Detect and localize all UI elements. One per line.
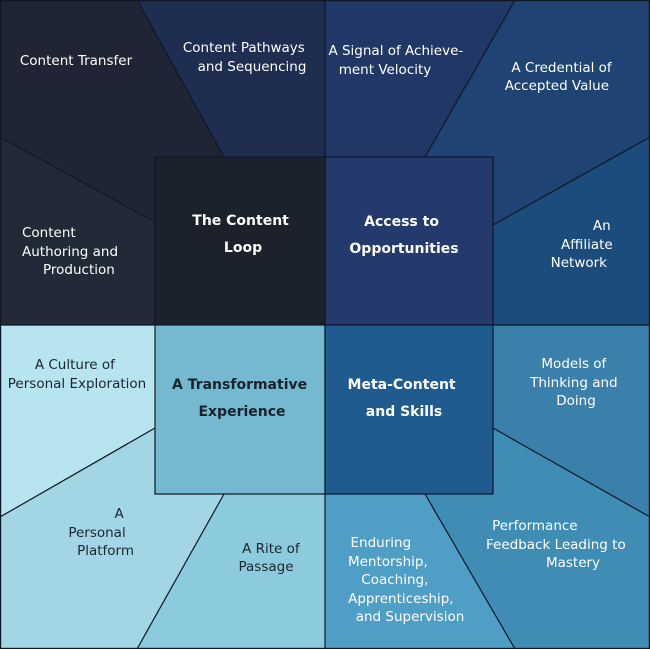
- center-box-access: [324, 156, 494, 326]
- label-content-pathways: Content Pathways and Sequencing: [183, 40, 309, 75]
- label-models-thinking: Models of Thinking and Doing: [529, 356, 622, 409]
- segment-signal-velocity: [325, 0, 515, 157]
- label-signal-velocity: A Signal of Achieve- ment Velocity: [328, 43, 467, 78]
- title-access-opportunities: Access to Opportunities: [349, 214, 458, 257]
- title-meta-content: Meta-Content and Skills: [348, 377, 461, 420]
- quadrant-meta-content: [325, 325, 650, 649]
- title-content-loop: The Content Loop: [192, 213, 293, 256]
- segment-content-pathways: [137, 0, 325, 157]
- center-box-meta: [324, 324, 494, 495]
- segment-performance-feedback: [425, 428, 650, 649]
- segment-credential: [425, 0, 650, 225]
- label-credential: A Credential of Accepted Value: [505, 60, 616, 94]
- label-content-authoring: Content Authoring and Production: [22, 225, 122, 278]
- label-culture-exploration: A Culture of Personal Exploration: [8, 357, 146, 392]
- label-affiliate-network: An Affiliate Network: [551, 218, 617, 271]
- label-rite-of-passage: A Rite of Passage: [238, 541, 303, 575]
- segment-rite-of-passage: [137, 494, 325, 649]
- segment-affiliate-network: [493, 137, 650, 325]
- title-transformative-experience: A Transformative Experience: [172, 377, 312, 420]
- label-content-transfer: Content Transfer: [20, 53, 133, 69]
- segment-culture-exploration: [0, 325, 155, 517]
- quadrant-access-opportunities: [325, 0, 650, 325]
- label-personal-platform: A Personal Platform: [68, 506, 134, 559]
- label-performance-feedback: Performance Feedback Leading to Mastery: [486, 518, 630, 571]
- segment-content-authoring: [0, 137, 155, 325]
- center-box-transformative: [154, 324, 326, 495]
- segment-content-transfer: [0, 0, 224, 222]
- segment-models-thinking: [493, 325, 650, 517]
- segment-enduring-mentorship: [325, 494, 515, 649]
- quadrant-content-loop: [0, 0, 325, 325]
- label-enduring-mentorship: Enduring Mentorship, Coaching, Apprentic…: [348, 535, 464, 625]
